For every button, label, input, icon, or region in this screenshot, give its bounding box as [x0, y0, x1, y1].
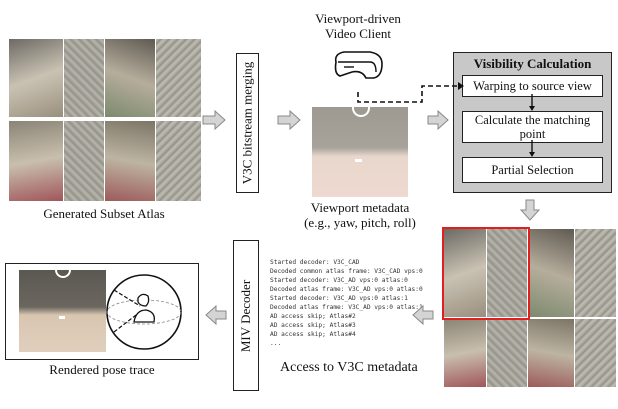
- log-line: AD access skip; Atlas#2: [270, 313, 356, 320]
- arrow-right-icon: [202, 109, 226, 131]
- log-line: Started decoder: V3C_AD vps:0 atlas:1: [270, 295, 408, 302]
- viewport-metadata-line1: Viewport metadata: [310, 200, 410, 215]
- atlas-tile: [527, 318, 575, 388]
- v3c-merging-box: V3C bitstream merging: [236, 53, 259, 193]
- arrow-left-icon: [205, 304, 227, 326]
- log-line: Decoded common atlas frame: V3C_CAD vps:…: [270, 268, 423, 275]
- log-line: Started decoder: V3C_AD vps:0 atlas:0: [270, 277, 408, 284]
- arrow-left-icon: [412, 304, 434, 326]
- generated-subset-atlas-caption: Generated Subset Atlas: [43, 206, 165, 221]
- ceiling-light: [355, 159, 362, 162]
- atlas-tile: [155, 38, 202, 118]
- rendered-pose-caption: Rendered pose trace: [49, 362, 155, 377]
- arrow-right-icon: [277, 109, 301, 131]
- vr-headset-icon: [334, 51, 383, 79]
- atlas-divider: [8, 118, 200, 119]
- client-label-line1: Viewport-driven: [315, 11, 401, 26]
- pose-sphere-icon: [106, 274, 182, 350]
- generated-subset-atlas-grid: [8, 38, 202, 202]
- log-line: Decoded atlas frame: V3C_AD vps:0 atlas:…: [270, 304, 423, 311]
- log-line: ...: [270, 340, 282, 347]
- log-line: Decoded atlas frame: V3C_AD vps:0 atlas:…: [270, 286, 423, 293]
- log-line: Started decoder: V3C_CAD: [270, 259, 360, 266]
- rendered-pose-box: [5, 263, 199, 360]
- viewport-metadata-line2: (e.g., yaw, pitch, roll): [304, 215, 416, 230]
- ceiling-light: [59, 316, 65, 319]
- atlas-tile: [63, 38, 105, 118]
- visibility-title: Visibility Calculation: [473, 56, 592, 71]
- atlas-tile: [104, 38, 156, 118]
- atlas-tile: [104, 120, 156, 202]
- step-matching-point: Calculate the matching point: [462, 111, 603, 143]
- viewport-dashed-arrow: [357, 85, 458, 103]
- log-line: AD access skip; Atlas#4: [270, 331, 356, 338]
- miv-decoder-box: MIV Decoder: [233, 240, 259, 391]
- log-line: AD access skip; Atlas#3: [270, 322, 356, 329]
- atlas-tile: [574, 228, 617, 318]
- visibility-calculation-panel: Visibility Calculation Warping to source…: [453, 52, 612, 193]
- selected-atlas-highlight: [442, 227, 530, 320]
- viewport-image: [312, 107, 408, 197]
- step-partial-selection: Partial Selection: [462, 157, 603, 183]
- atlas-tile: [155, 120, 202, 202]
- arrow-down-icon: [519, 199, 541, 221]
- client-label-line2: Video Client: [324, 26, 391, 41]
- atlas-tile: [8, 120, 64, 202]
- access-v3c-caption: Access to V3C metadata: [280, 360, 418, 375]
- rendered-image: [19, 270, 106, 352]
- selected-atlas-grid: [442, 227, 617, 388]
- atlas-tile: [574, 318, 617, 388]
- atlas-tile: [8, 38, 64, 118]
- ceiling-fan-icon: [352, 107, 370, 117]
- arrow-right-icon: [427, 109, 449, 131]
